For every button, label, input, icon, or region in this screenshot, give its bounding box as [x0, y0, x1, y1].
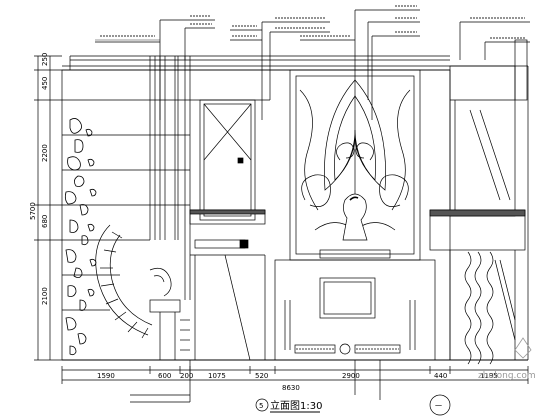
bottom-dim-4: 1075 [208, 372, 226, 380]
door [189, 99, 266, 361]
bottom-dim-8: 1195 [480, 372, 498, 380]
spiral-staircase [95, 224, 190, 360]
bottom-dim-2: 600 [158, 372, 171, 380]
left-dim-1: 250 [41, 53, 49, 66]
left-dim-4: 680 [41, 215, 49, 228]
stone-panel-left [62, 56, 270, 311]
left-dim-5: 2100 [41, 287, 49, 305]
title-number: 5 [259, 402, 263, 410]
right-partition [429, 39, 529, 365]
section-marker: 一 [435, 402, 442, 410]
annotation-leaders [95, 5, 530, 200]
watermark: zhulong.com [478, 337, 536, 381]
bottom-dim-7: 440 [434, 372, 447, 380]
left-dimensions: 250 450 2200 680 2100 5700 [29, 53, 62, 361]
left-dim-3: 2200 [41, 144, 49, 162]
vine-left [64, 118, 97, 356]
bottom-dim-3: 200 [180, 372, 193, 380]
tv-wall [274, 259, 436, 361]
bottom-dim-5: 520 [255, 372, 268, 380]
left-dim-2: 450 [41, 77, 49, 90]
watermark-text: zhulong.com [478, 371, 536, 381]
left-dim-total: 5700 [29, 202, 37, 220]
bottom-dim-6: 2900 [342, 372, 360, 380]
feature-wall [289, 69, 421, 261]
page-title: 立面图1:30 [270, 399, 322, 412]
bottom-dim-total: 8630 [282, 384, 300, 392]
bottom-dim-1: 1590 [97, 372, 115, 380]
drawing-title: 5 立面图1:30 一 [255, 394, 451, 416]
bottom-dimensions: 1590 600 200 1075 520 2900 440 1195 8630 [61, 360, 529, 403]
ceiling [62, 55, 528, 71]
